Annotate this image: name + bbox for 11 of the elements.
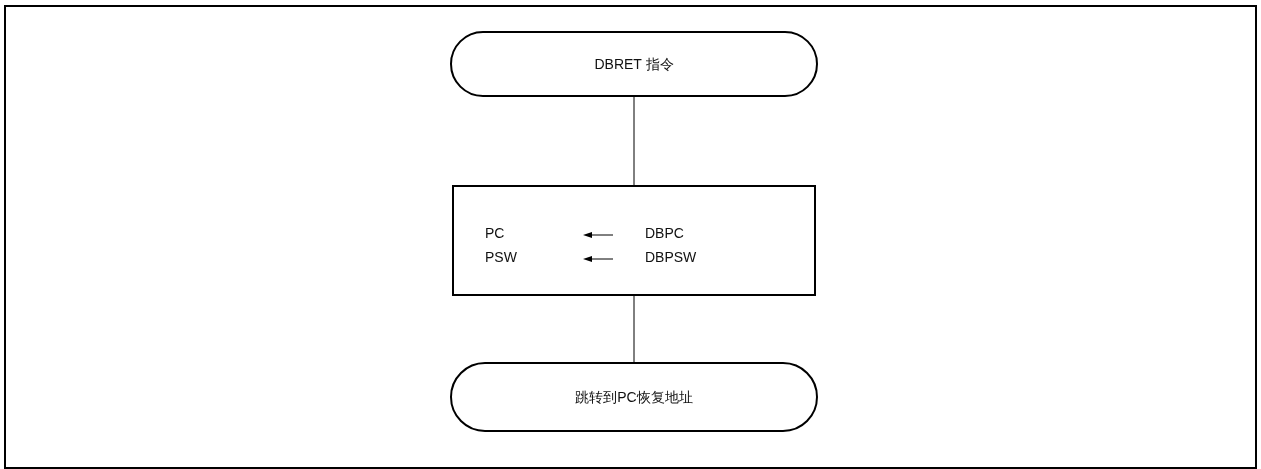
process-box bbox=[452, 185, 816, 296]
register-name: DBPSW bbox=[645, 249, 697, 265]
terminal-label: 跳转到PC恢复地址 bbox=[574, 388, 694, 406]
register-name: PSW bbox=[485, 249, 517, 265]
register-name: PC bbox=[485, 225, 505, 241]
terminal-label: DBRET 指令 bbox=[593, 55, 675, 73]
terminal-shape bbox=[450, 362, 818, 432]
register-name: DBPC bbox=[645, 225, 684, 241]
connector-line bbox=[633, 96, 635, 186]
terminal-shape bbox=[450, 31, 818, 97]
connector-line bbox=[633, 295, 635, 363]
